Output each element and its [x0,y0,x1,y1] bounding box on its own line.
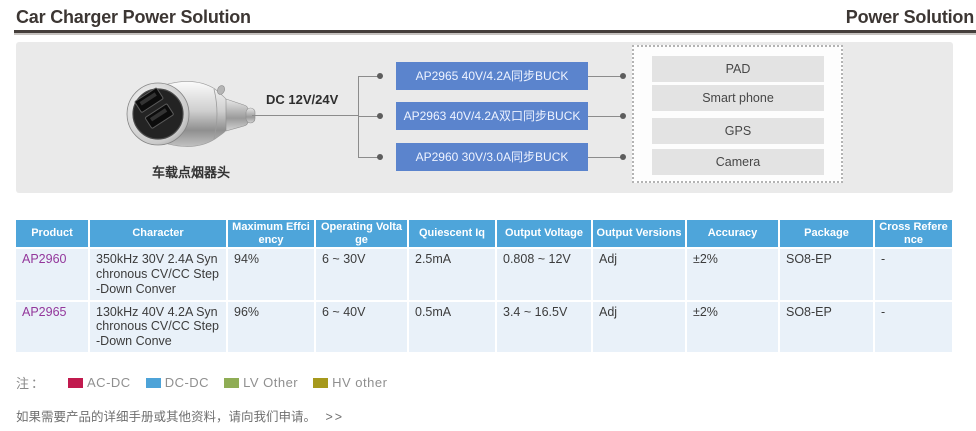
table-row: AP2960 350kHz 30V 2.4A Synchronous CV/CC… [16,249,952,300]
page-title: Car Charger Power Solution [16,7,251,27]
cell-max-efficiency: 94% [228,249,316,300]
col-output-voltage: Output Voltage [497,220,593,248]
table-header-row: Product Character Maximum Effciency Oper… [16,220,952,248]
connector-dot [377,113,383,119]
connector-dot [620,113,626,119]
legend-item-lv-other: LV Other [224,375,298,390]
cell-output-versions: Adj [593,249,687,300]
connector-line [358,157,378,158]
acdc-swatch-icon [68,377,84,388]
load-devices-box: PAD Smart phone GPS Camera [632,45,843,183]
col-character: Character [90,220,228,248]
buck-box-ap2963: AP2963 40V/4.2A双口同步BUCK [396,102,588,130]
connector-line [588,76,622,77]
cell-output-versions: Adj [593,301,687,352]
legend-label: DC-DC [164,375,210,390]
cell-package: SO8-EP [780,249,875,300]
col-accuracy: Accuracy [687,220,780,248]
connector-feed-line [252,115,358,116]
cell-operating-voltage: 6 ~ 40V [316,301,409,352]
footer-text: 如果需要产品的详细手册或其他资料，请向我们申请。 [16,410,317,424]
cell-character: 350kHz 30V 2.4A Synchronous CV/CC Step-D… [90,249,228,300]
connector-line [588,116,622,117]
header-divider [14,30,976,35]
connector-dot [377,73,383,79]
load-camera: Camera [652,149,824,175]
col-operating-voltage: Operating Voltage [316,220,409,248]
cell-quiescent-iq: 0.5mA [409,301,497,352]
lv-other-swatch-icon [224,377,240,388]
cell-cross-reference: - [875,249,952,300]
usb-ports-icon [134,87,174,129]
cell-cross-reference: - [875,301,952,352]
cell-accuracy: ±2% [687,249,780,300]
product-link-ap2960[interactable]: AP2960 [16,249,90,300]
request-more-link[interactable]: >> [325,410,345,424]
cell-package: SO8-EP [780,301,875,352]
connector-dot [620,154,626,160]
connector-line [358,116,378,117]
product-link-ap2965[interactable]: AP2965 [16,301,90,352]
buck-box-ap2965: AP2965 40V/4.2A同步BUCK [396,62,588,90]
table-row: AP2965 130kHz 40V 4.2A Synchronous CV/CC… [16,301,952,352]
cell-output-voltage: 0.808 ~ 12V [497,249,593,300]
footer-note: 如果需要产品的详细手册或其他资料，请向我们申请。 >> [16,406,344,425]
connector-dot [377,154,383,160]
cell-quiescent-iq: 2.5mA [409,249,497,300]
cell-character: 130kHz 40V 4.2A Synchronous CV/CC Step-D… [90,301,228,352]
connector-line [588,157,622,158]
solution-diagram: 车载点烟器头 DC 12V/24V AP2965 40V/4.2A同步BUCK … [16,42,953,193]
col-product: Product [16,220,90,248]
cell-output-voltage: 3.4 ~ 16.5V [497,301,593,352]
load-smartphone: Smart phone [652,85,824,111]
category-legend: 注： AC-DC DC-DC LV Other HV other [16,373,402,392]
connector-dot [620,73,626,79]
buck-box-ap2960: AP2960 30V/3.0A同步BUCK [396,143,588,171]
product-table: Product Character Maximum Effciency Oper… [16,218,952,354]
connector-line [358,76,378,77]
dcdc-swatch-icon [145,377,161,388]
legend-item-acdc: AC-DC [68,375,131,390]
legend-label: HV other [332,375,388,390]
legend-label: LV Other [243,375,299,390]
device-label: 车载点烟器头 [151,165,230,180]
col-output-versions: Output Versions [593,220,687,248]
hv-other-swatch-icon [313,377,329,388]
legend-label: AC-DC [87,375,131,390]
legend-item-dcdc: DC-DC [145,375,210,390]
legend-item-hv-other: HV other [313,375,387,390]
col-package: Package [780,220,875,248]
car-charger-image [126,81,256,147]
col-quiescent-iq: Quiescent Iq [409,220,497,248]
cell-accuracy: ±2% [687,301,780,352]
load-pad: PAD [652,56,824,82]
col-max-efficiency: Maximum Effciency [228,220,316,248]
dc-input-label: DC 12V/24V [266,92,339,107]
load-gps: GPS [652,118,824,144]
col-cross-reference: Cross Reference [875,220,952,248]
cell-max-efficiency: 96% [228,301,316,352]
cell-operating-voltage: 6 ~ 30V [316,249,409,300]
legend-prefix: 注： [16,376,47,391]
page-subtitle: Power Solution [845,7,974,27]
